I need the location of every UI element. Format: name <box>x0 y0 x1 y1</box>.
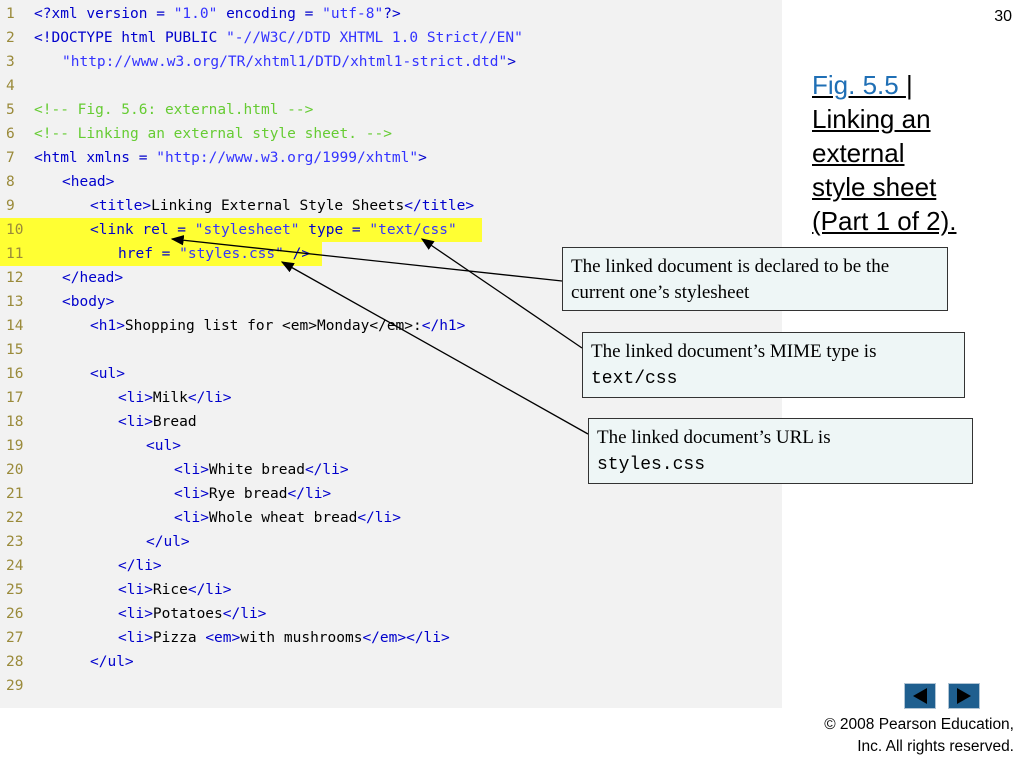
triangle-right-icon <box>957 688 971 704</box>
code-line-15: 15 <box>0 338 782 362</box>
line-number: 1 <box>6 6 15 22</box>
caption-line: external <box>812 138 905 168</box>
code-line-29: 29 <box>0 674 782 698</box>
code-line-17: 17<li>Milk</li> <box>0 386 782 410</box>
code-line-24: 24</li> <box>0 554 782 578</box>
figure-caption: Fig. 5.5 | Linking an external style she… <box>812 68 1012 238</box>
code-line-19: 19<ul> <box>0 434 782 458</box>
line-number: 2 <box>6 30 15 46</box>
callout-mime-type: The linked document’s MIME type is text/… <box>582 332 965 398</box>
code-line-13: 13<body> <box>0 290 782 314</box>
code-line-4: 4 <box>0 74 782 98</box>
line-number: 26 <box>6 606 24 622</box>
line-number: 7 <box>6 150 15 166</box>
line-number: 18 <box>6 414 24 430</box>
line-number: 24 <box>6 558 24 574</box>
line-number: 6 <box>6 126 15 142</box>
line-number: 25 <box>6 582 24 598</box>
next-slide-button[interactable] <box>948 683 980 709</box>
line-number: 3 <box>6 54 15 70</box>
callout-url: The linked document’s URL is styles.css <box>588 418 973 484</box>
code-line-28: 28</ul> <box>0 650 782 674</box>
line-number: 14 <box>6 318 24 334</box>
code-line-27: 27<li>Pizza <em>with mushrooms</em></li> <box>0 626 782 650</box>
line-number: 8 <box>6 174 15 190</box>
code-line-16: 16<ul> <box>0 362 782 386</box>
code-line-22: 22<li>Whole wheat bread</li> <box>0 506 782 530</box>
previous-slide-button[interactable] <box>904 683 936 709</box>
callout-rel-stylesheet: The linked document is declared to be th… <box>562 247 948 311</box>
slide-number: 30 <box>994 8 1012 25</box>
code-line-25: 25<li>Rice</li> <box>0 578 782 602</box>
code-line-23: 23</ul> <box>0 530 782 554</box>
code-line-8: 8<head> <box>0 170 782 194</box>
code-line-18: 18<li>Bread <box>0 410 782 434</box>
code-line-12: 12</head> <box>0 266 782 290</box>
code-line-2: 2<!DOCTYPE html PUBLIC "-//W3C//DTD XHTM… <box>0 26 782 50</box>
code-line-6: 6<!-- Linking an external style sheet. -… <box>0 122 782 146</box>
line-number: 23 <box>6 534 24 550</box>
line-number: 29 <box>6 678 24 694</box>
line-number: 27 <box>6 630 24 646</box>
caption-line: Linking an <box>812 104 931 134</box>
copyright-notice: © 2008 Pearson Education, Inc. All right… <box>824 716 1014 755</box>
code-line-5: 5<!-- Fig. 5.6: external.html --> <box>0 98 782 122</box>
code-line-26: 26<li>Potatoes</li> <box>0 602 782 626</box>
line-number: 20 <box>6 462 24 478</box>
line-number: 17 <box>6 390 24 406</box>
caption-line: (Part 1 of 2). <box>812 206 957 236</box>
code-line-20: 20<li>White bread</li> <box>0 458 782 482</box>
line-number: 10 <box>6 222 24 238</box>
figure-link[interactable]: Fig. 5.5 <box>812 70 906 100</box>
line-number: 11 <box>6 246 24 262</box>
caption-line: style sheet <box>812 172 937 202</box>
line-number: 5 <box>6 102 15 118</box>
code-line-10-highlighted: 10<link rel = "stylesheet" type = "text/… <box>0 218 482 242</box>
line-number: 13 <box>6 294 24 310</box>
line-number: 28 <box>6 654 24 670</box>
line-number: 15 <box>6 342 24 358</box>
line-number: 19 <box>6 438 24 454</box>
code-line-7: 7<html xmlns = "http://www.w3.org/1999/x… <box>0 146 782 170</box>
code-line-9: 9<title>Linking External Style Sheets</t… <box>0 194 782 218</box>
line-number: 9 <box>6 198 15 214</box>
line-number: 22 <box>6 510 24 526</box>
code-line-1: 1<?xml version = "1.0" encoding = "utf-8… <box>0 2 782 26</box>
line-number: 16 <box>6 366 24 382</box>
code-line-21: 21<li>Rye bread</li> <box>0 482 782 506</box>
line-number: 12 <box>6 270 24 286</box>
code-line-3: 3"http://www.w3.org/TR/xhtml1/DTD/xhtml1… <box>0 50 782 74</box>
line-number: 4 <box>6 78 15 94</box>
line-number: 21 <box>6 486 24 502</box>
triangle-left-icon <box>913 688 927 704</box>
caption-separator: | <box>905 70 913 100</box>
